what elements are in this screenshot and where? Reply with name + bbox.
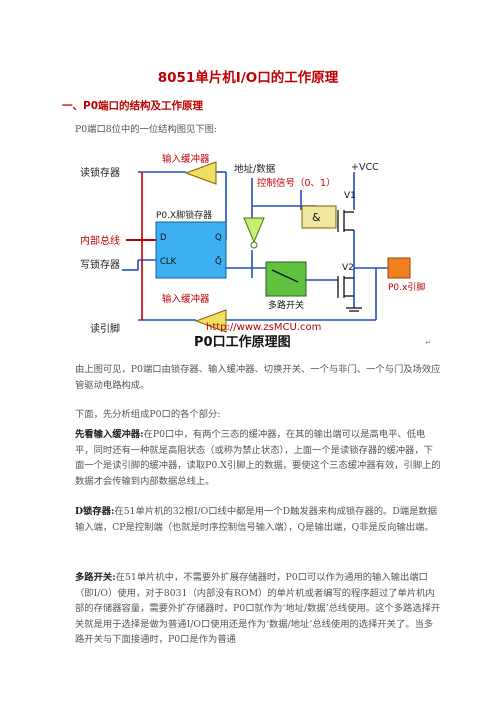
paragraph-1: 由上图可见，P0端口由锁存器、输入缓冲器、切换开关、一个与非门、一个与门及场效应… [75,364,441,391]
addr-data-label: 地址/数据 [234,163,276,175]
paragraph-3: 先看输入缓冲器:在P0口中，有两个三态的缓冲器，在其的输出端可以是高电平、低电平… [75,429,441,487]
svg-text:V1: V1 [344,191,356,201]
section-heading: 一、P0端口的结构及工作原理 [62,100,204,112]
latch-title: P0.X脚锁存器 [156,209,212,221]
pin-block [387,257,411,279]
svg-text:Q̄: Q̄ [215,255,222,267]
svg-text:&: & [312,211,321,224]
diagram-caption: P0口工作原理图 [194,334,291,348]
page-title: 8051单片机I/O口的工作原理 [157,70,339,86]
para4-label: D锁存器: [75,506,115,517]
input-buffer-top-label: 输入缓冲器 [162,153,210,165]
ctrl-signal-label: 控制信号（0、1） [257,177,336,189]
paragraph-5: 多路开关:在51单片机中，不需要外扩展存储器时，P0口可以作为通用的输入输出端口… [75,572,441,645]
mux-block [265,261,307,297]
read-pin-label: 读引脚 [90,322,120,335]
svg-text:V2: V2 [342,263,354,273]
para5-label: 多路开关: [75,572,116,583]
input-buffer-bottom-label: 输入缓冲器 [162,293,210,305]
internal-bus-label: 内部总线 [80,234,120,247]
vcc-label: +VCC [351,162,379,173]
pin-label: P0.x引脚 [388,282,425,293]
diagram-url: http://www.zsMCU.com [206,322,321,333]
paragraph-4: D锁存器:在51单片机的32根I/O口线中都是用一个D触发器来构成锁存器的。D端… [75,506,437,533]
paragraph-2: 下面，先分析组成P0口的各个部分: [75,409,221,420]
para3-label: 先看输入缓冲器: [75,429,144,440]
latch-block [155,221,227,279]
paragraph-mark: ↵ [425,338,432,347]
svg-text:D: D [160,233,167,243]
svg-text:CLK: CLK [160,257,177,267]
svg-text:多路开关: 多路开关 [268,299,304,311]
write-latch-label: 写锁存器 [80,258,120,271]
p0-circuit-diagram: 读锁存器 内部总线 写锁存器 读引脚 输入缓冲器 地址/数据 +VCC 控制信号… [80,153,425,348]
svg-text:Q: Q [215,233,222,243]
read-latch-label: 读锁存器 [80,166,120,179]
and-gate [301,205,337,229]
intro-text: P0端口8位中的一位结构图见下图: [75,124,218,135]
